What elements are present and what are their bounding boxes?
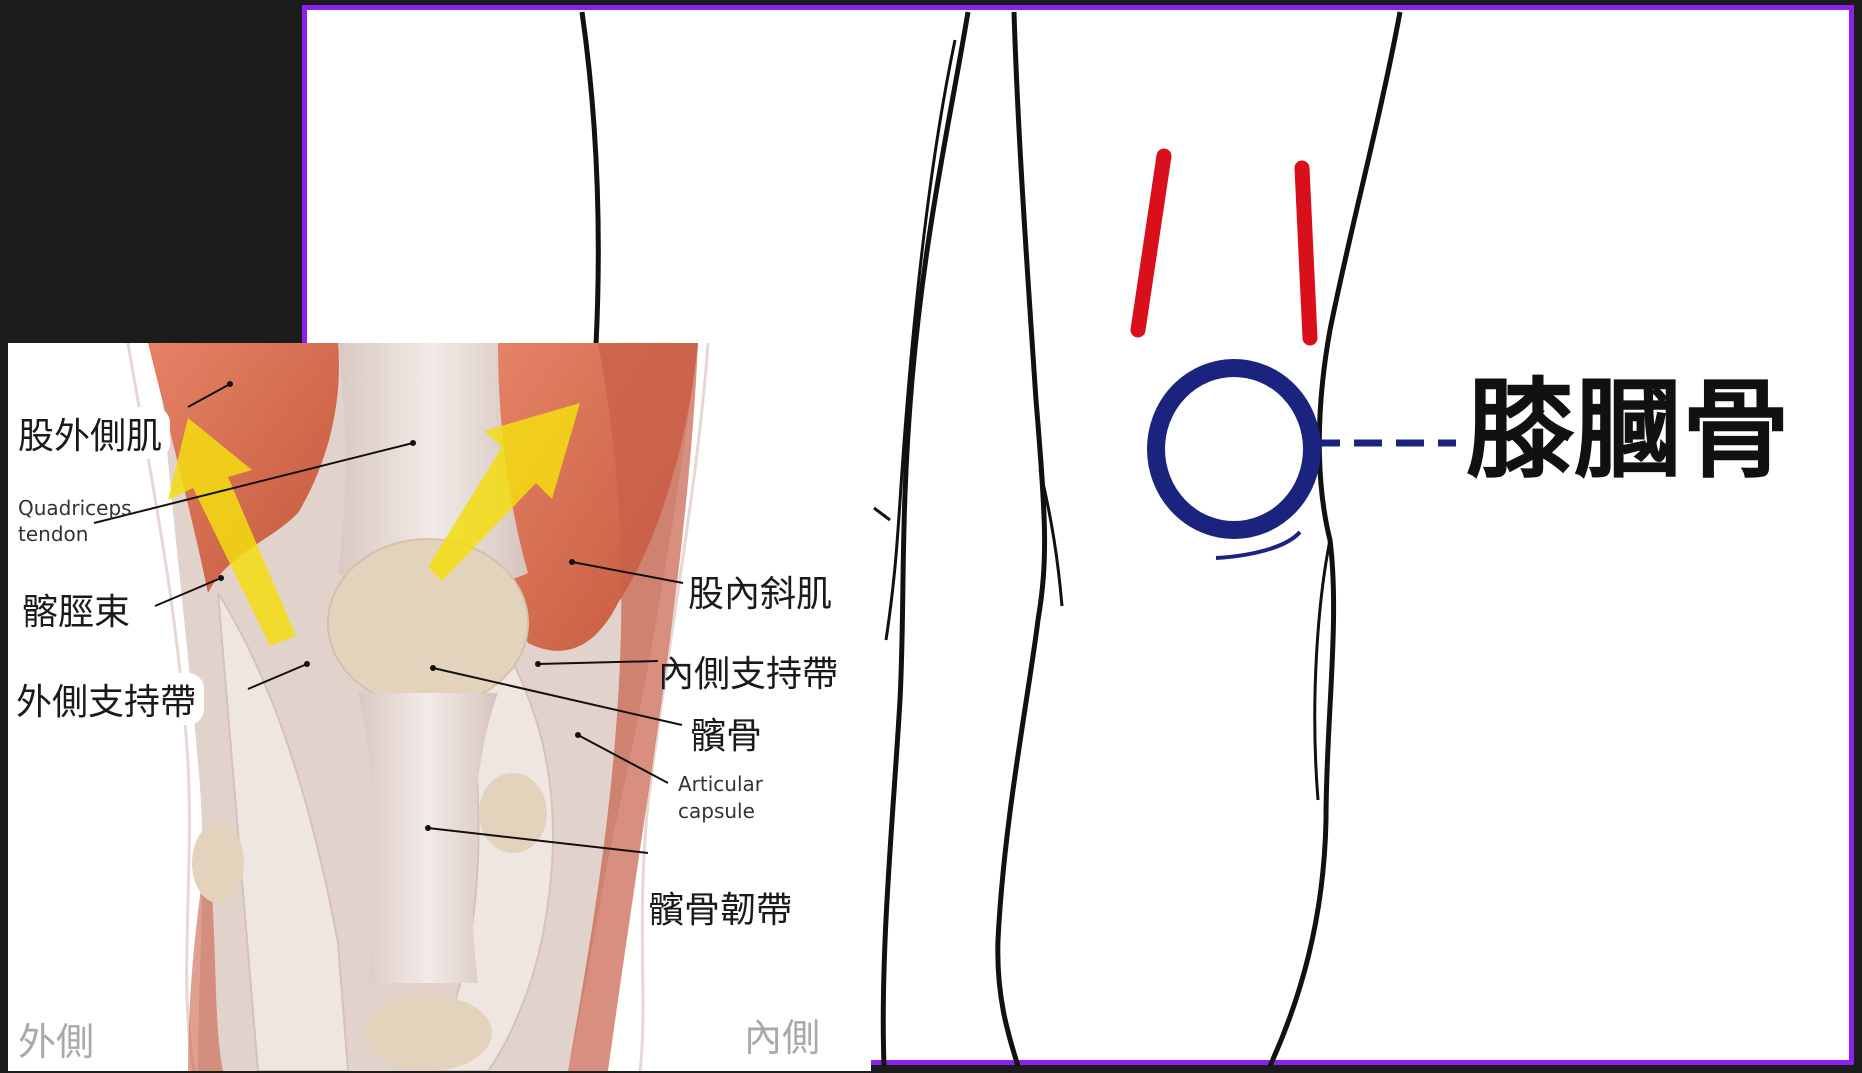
label-patella: 髕骨	[690, 707, 762, 759]
label-quadriceps-tendon-line2: tendon	[18, 521, 88, 547]
leg-outline-tick	[874, 508, 890, 520]
label-iliotibial-band: 髂脛束	[22, 583, 130, 635]
label-patellar-ligament: 髕骨韌帶	[648, 881, 792, 933]
patella	[328, 539, 528, 707]
leg-outline-left	[582, 12, 598, 345]
label-vastus-medialis-obliquus: 股內斜肌	[688, 565, 832, 617]
label-lateral-side: 外側	[18, 1011, 94, 1066]
red-mark-left	[1138, 156, 1164, 330]
kneecap-label: 膝膕骨	[1466, 366, 1790, 496]
kneecap-circle	[1156, 368, 1312, 530]
knee-anatomy-illustration: 股外側肌 Quadriceps tendon 髂脛束 外側支持帶 股內斜肌 內側…	[8, 343, 871, 1071]
label-vastus-lateralis: 股外側肌	[10, 407, 170, 459]
label-quadriceps-tendon-line1: Quadriceps	[18, 495, 132, 521]
label-medial-retinaculum: 內側支持帶	[658, 645, 838, 697]
leg-outline-center	[998, 12, 1045, 1066]
label-lateral-retinaculum: 外側支持帶	[8, 673, 204, 725]
label-medial-side: 內側	[744, 1007, 820, 1062]
label-articular-capsule-line1: Articular	[678, 771, 763, 797]
label-articular-capsule-line2: capsule	[678, 798, 755, 824]
red-mark-right	[1302, 168, 1310, 338]
